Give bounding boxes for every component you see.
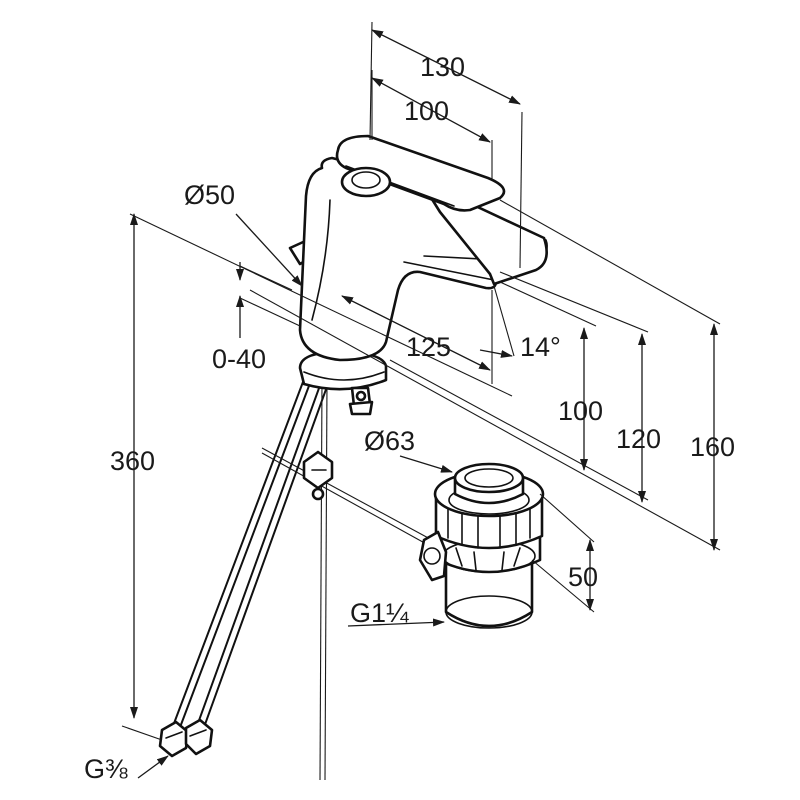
waste-valve	[418, 462, 545, 629]
flexible-hoses	[171, 363, 335, 781]
leader-g38	[137, 755, 169, 779]
label-waste-thread: G1¼	[350, 598, 409, 628]
leader-d63	[399, 455, 453, 473]
dim-line-100-width	[371, 77, 491, 143]
leader-d50	[235, 213, 303, 287]
label-height-spout-top: 120	[616, 424, 661, 454]
label-width-spout: 100	[404, 96, 449, 126]
label-reach: 125	[406, 332, 451, 362]
label-waste-height: 50	[568, 562, 598, 592]
dim-line-130	[371, 29, 521, 105]
dim-angle-14	[479, 349, 513, 358]
label-width-overall: 130	[420, 52, 465, 82]
label-body-diameter: Ø50	[184, 180, 235, 210]
label-height-lever-top: 160	[690, 432, 735, 462]
label-hose-thread: G⅜	[84, 754, 128, 784]
dim-line-125	[341, 295, 491, 371]
label-hose-length: 360	[110, 446, 155, 476]
dimension-lines	[121, 21, 721, 779]
leader-g114	[347, 618, 445, 627]
pop-up-rod	[261, 447, 433, 547]
label-waste-diameter: Ø63	[364, 426, 415, 456]
dimension-labels: 130 100 Ø50 0-40 125 14° 100 120 160 360…	[84, 52, 735, 784]
label-spout-angle: 14°	[520, 332, 561, 362]
hose-fittings	[158, 718, 214, 758]
ext-130-right	[519, 111, 523, 269]
label-lift-range: 0-40	[212, 344, 266, 374]
label-height-outlet: 100	[558, 396, 603, 426]
